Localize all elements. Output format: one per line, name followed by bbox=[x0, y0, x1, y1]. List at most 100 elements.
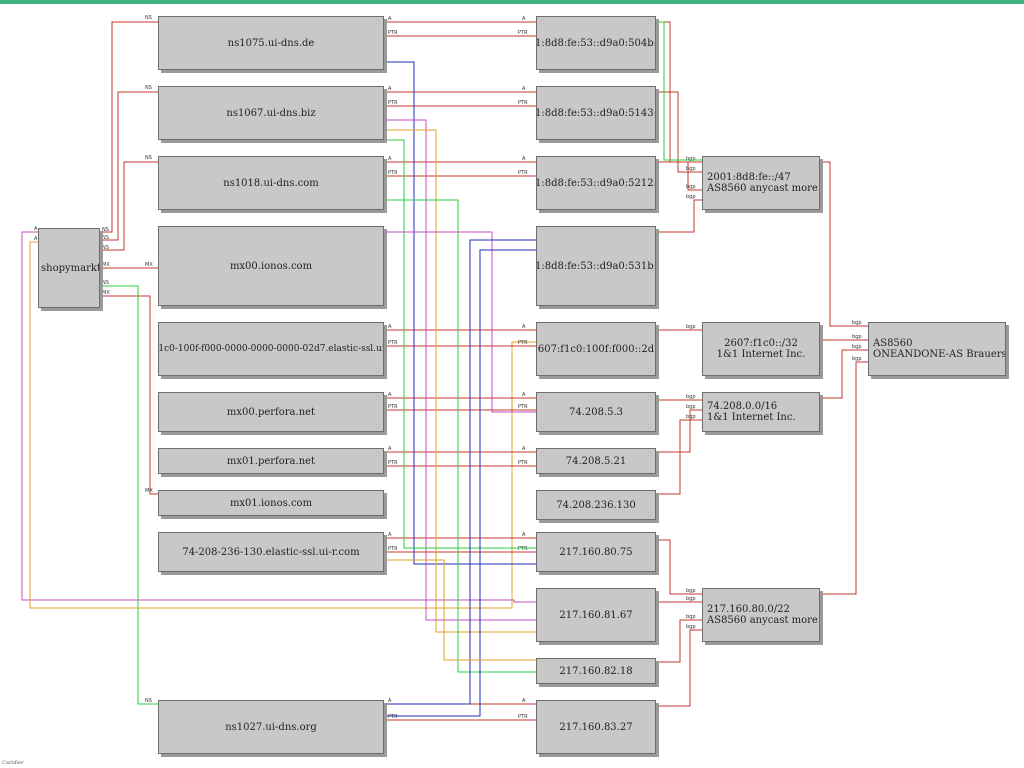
host-label: ns1027.ui-dns.org bbox=[225, 721, 317, 733]
ns-edge bbox=[100, 161, 158, 251]
ip-label: 217.160.81.67 bbox=[559, 609, 633, 621]
mx-edge-label: MX bbox=[102, 262, 110, 268]
ip-node-217-80-75[interactable]: 217.160.80.75 bbox=[536, 532, 656, 572]
ip-label: 74.208.5.3 bbox=[568, 406, 624, 418]
prefix-label: 217.160.80.0/22 bbox=[707, 604, 790, 615]
host-label: mx00.ionos.com bbox=[229, 260, 313, 272]
host-label: ns1018.ui-dns.com bbox=[223, 177, 319, 189]
ns-edge-label: NS bbox=[102, 280, 109, 286]
bgp-edge-label: bgp bbox=[686, 324, 696, 330]
asn-node-8560[interactable]: AS8560 ONEANDONE-AS Brauerstrasse 48 bbox=[868, 322, 1006, 376]
ip-node-504b[interactable]: 2001:8d8:fe:53::d9a0:504b:100 bbox=[536, 16, 656, 70]
bgp-edge-label: bgp bbox=[686, 414, 696, 420]
ptr-edge-label: PTR bbox=[518, 170, 528, 176]
ip-node-217-81-67[interactable]: 217.160.81.67 bbox=[536, 588, 656, 642]
bgp-edge-label: bgp bbox=[852, 334, 862, 340]
prefix-desc: 1&1 Internet Inc. bbox=[707, 412, 796, 423]
bgp-edge bbox=[656, 161, 702, 191]
host-node-mx00-ionos[interactable]: mx00.ionos.com bbox=[158, 226, 384, 306]
host-node-ns1027[interactable]: ns1027.ui-dns.org bbox=[158, 700, 384, 754]
bgp-edge bbox=[820, 349, 868, 399]
ip-node-5143[interactable]: 2001:8d8:fe:53::d9a0:5143:100 bbox=[536, 86, 656, 140]
prefix-label: 74.208.0.0/16 bbox=[707, 401, 778, 412]
ptr-edge-label: PTR bbox=[518, 340, 528, 346]
asn-label: AS8560 bbox=[873, 338, 913, 349]
a-edge-label: A bbox=[522, 392, 526, 398]
ip-node-2d7[interactable]: 2607:f1c0:100f:f000::2d7 bbox=[536, 322, 656, 376]
host-node-mx01-perfora[interactable]: mx01.perfora.net bbox=[158, 448, 384, 474]
a-edge-label: A bbox=[522, 16, 526, 22]
a-edge bbox=[29, 241, 536, 609]
host-node-mx00-perfora[interactable]: mx00.perfora.net bbox=[158, 392, 384, 432]
asn-desc: ONEANDONE-AS Brauerstrasse 48 bbox=[873, 349, 1005, 360]
crossing-edge bbox=[384, 61, 536, 565]
host-node-ns1018[interactable]: ns1018.ui-dns.com bbox=[158, 156, 384, 210]
prefix-node-74-16[interactable]: 74.208.0.0/16 1&1 Internet Inc. bbox=[702, 392, 820, 432]
crossing-edge bbox=[384, 199, 536, 673]
bgp-edge-label: bgp bbox=[686, 194, 696, 200]
ip-label: 217.160.80.75 bbox=[559, 546, 633, 558]
bgp-edge-label: bgp bbox=[686, 588, 696, 594]
a-edge-label: A bbox=[388, 698, 392, 704]
ptr-edge-label: PTR bbox=[388, 460, 398, 466]
ip-label: 2001:8d8:fe:53::d9a0:5212:100 bbox=[536, 177, 655, 189]
prefix-desc: 1&1 Internet Inc. bbox=[716, 349, 806, 360]
bgp-edge bbox=[820, 361, 868, 595]
ip-node-531b[interactable]: 2001:8d8:fe:53::d9a0:531b:100 bbox=[536, 226, 656, 306]
bgp-edge-label: bgp bbox=[852, 320, 862, 326]
host-node-mx01-ionos[interactable]: mx01.ionos.com bbox=[158, 490, 384, 516]
ip-node-74-236-130[interactable]: 74.208.236.130 bbox=[536, 490, 656, 520]
bgp-edge bbox=[656, 91, 702, 173]
ns-edge-label: NS bbox=[145, 698, 152, 704]
crossing-edge bbox=[384, 139, 536, 549]
host-label: 74-208-236-130.elastic-ssl.ui-r.com bbox=[182, 546, 360, 558]
host-label: mx01.ionos.com bbox=[229, 497, 313, 509]
crossing-edge bbox=[384, 129, 536, 633]
bgp-edge-label: bgp bbox=[852, 356, 862, 362]
a-edge-label: A bbox=[388, 446, 392, 452]
a-edge-label: A bbox=[522, 446, 526, 452]
prefix-desc: AS8560 anycast more specific bbox=[707, 615, 819, 626]
ip-node-217-82-18[interactable]: 217.160.82.18 bbox=[536, 658, 656, 684]
host-label: ns1067.ui-dns.biz bbox=[226, 107, 316, 119]
ip-node-5212[interactable]: 2001:8d8:fe:53::d9a0:5212:100 bbox=[536, 156, 656, 210]
bgp-edge-label: bgp bbox=[686, 166, 696, 172]
ptr-edge-label: PTR bbox=[518, 30, 528, 36]
crossing-edge bbox=[384, 119, 536, 621]
ip-node-217-83-27[interactable]: 217.160.83.27 bbox=[536, 700, 656, 754]
domain-node[interactable]: shopymarkt.com bbox=[38, 228, 100, 308]
host-node-ns1075[interactable]: ns1075.ui-dns.de bbox=[158, 16, 384, 70]
bgp-edge bbox=[656, 629, 702, 707]
a-edge-label: A bbox=[388, 392, 392, 398]
ptr-edge-label: PTR bbox=[518, 460, 528, 466]
bgp-edge bbox=[656, 409, 702, 453]
a-edge bbox=[21, 231, 536, 603]
bgp-edge-label: bgp bbox=[686, 156, 696, 162]
prefix-node-217-22[interactable]: 217.160.80.0/22 AS8560 anycast more spec… bbox=[702, 588, 820, 642]
bgp-edge-label: bgp bbox=[686, 624, 696, 630]
host-node-ns1067[interactable]: ns1067.ui-dns.biz bbox=[158, 86, 384, 140]
bgp-edge bbox=[656, 21, 702, 161]
prefix-node-2607-32[interactable]: 2607:f1c0::/32 1&1 Internet Inc. bbox=[702, 322, 820, 376]
prefix-label: 2001:8d8:fe::/47 bbox=[707, 172, 791, 183]
ptr-edge-label: PTR bbox=[518, 714, 528, 720]
ns-edge bbox=[100, 285, 158, 705]
prefix-node-v6-47[interactable]: 2001:8d8:fe::/47 AS8560 anycast more spe… bbox=[702, 156, 820, 210]
ptr-edge-label: PTR bbox=[388, 170, 398, 176]
a-edge-label: A bbox=[522, 86, 526, 92]
mx-edge bbox=[100, 295, 158, 495]
ip-node-74-5-21[interactable]: 74.208.5.21 bbox=[536, 448, 656, 474]
ip-node-74-5-3[interactable]: 74.208.5.3 bbox=[536, 392, 656, 432]
top-accent-bar bbox=[0, 0, 1024, 4]
ns-edge-label: NS bbox=[102, 245, 109, 251]
ptr-edge-label: PTR bbox=[518, 546, 528, 552]
ip-label: 2001:8d8:fe:53::d9a0:504b:100 bbox=[536, 37, 655, 49]
host-label: mx00.perfora.net bbox=[226, 406, 316, 418]
mx-edge-label: MX bbox=[145, 262, 153, 268]
host-node-elastic-v4[interactable]: 74-208-236-130.elastic-ssl.ui-r.com bbox=[158, 532, 384, 572]
bgp-edge-label: bgp bbox=[686, 596, 696, 602]
ptr-edge-label: PTR bbox=[388, 340, 398, 346]
host-node-elastic-v6[interactable]: 2607-f1c0-100f-f000-0000-0000-0000-02d7.… bbox=[158, 322, 384, 376]
a-edge-label: A bbox=[522, 532, 526, 538]
